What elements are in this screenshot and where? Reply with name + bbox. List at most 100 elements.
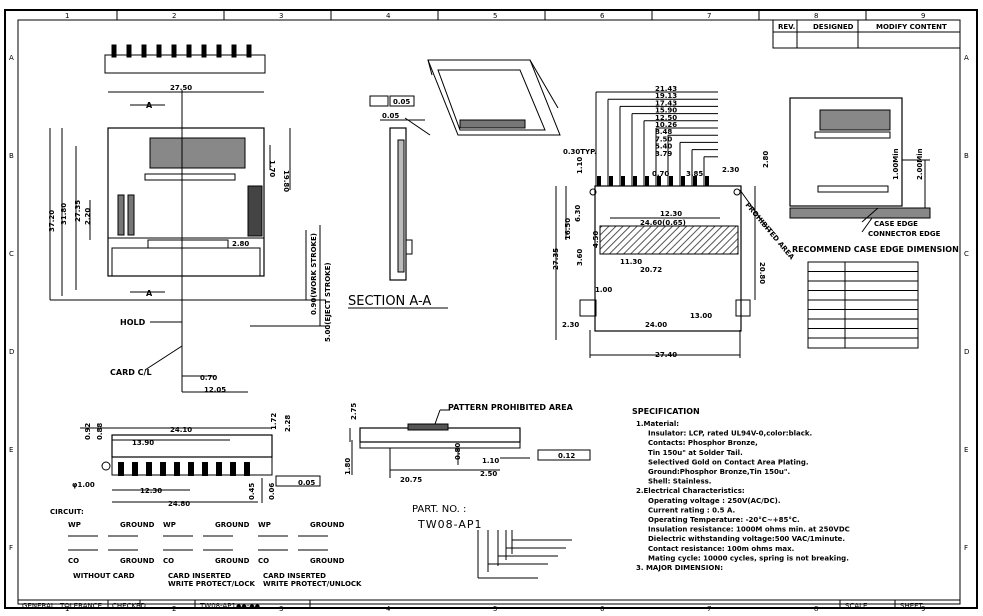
bottom-pin — [174, 462, 180, 476]
grid-row-F: F — [964, 544, 968, 552]
circuit-co-0: CO — [68, 557, 79, 565]
dim-0-70: 0.70 — [200, 374, 217, 382]
fp-dim-070: 0.70 — [652, 170, 669, 178]
fp-pin — [657, 176, 661, 186]
fp-dim-2735: 27.35 — [552, 248, 560, 270]
fp-pin — [681, 176, 685, 186]
sv-flatness: 0.12 — [558, 452, 575, 460]
bottom-pin — [202, 462, 208, 476]
grid-row-left-D: D — [9, 348, 14, 356]
bottom-pin — [216, 462, 222, 476]
fp-top-dim-3: 15.90 — [655, 107, 677, 115]
dim-1-70: 1.70 — [268, 160, 276, 177]
bottom-pin — [230, 462, 236, 476]
specification-section: SPECIFICATION 1.Material: Insulator: LCP,… — [632, 407, 850, 572]
outer-border — [4, 9, 978, 609]
section-view — [348, 95, 448, 309]
revision-table: REV. DESIGNED MODIFY CONTENT — [772, 19, 961, 49]
bv-dim-i: 24.80 — [168, 500, 190, 508]
spec-line-4: Selectived Gold on Contact Area Plating. — [648, 458, 809, 466]
dim-27-35: 27.35 — [74, 200, 82, 222]
dim-31-80: 31.80 — [60, 203, 68, 225]
fp-pin — [609, 176, 613, 186]
dim-2-80: 2.80 — [232, 240, 249, 248]
section-dim-005: 0.05 — [382, 112, 399, 120]
bv-dim-j: 0.45 — [248, 483, 256, 500]
circuit-caption-2: CARD INSERTED — [263, 572, 326, 580]
strip-pin — [246, 44, 252, 58]
section-flatness: 0.05 — [393, 98, 410, 106]
circuit-wp-2: WP — [258, 521, 271, 529]
connector-edge-label: CONNECTOR EDGE — [868, 230, 941, 238]
fp-dim-280: 2.80 — [762, 151, 770, 168]
strip-pin — [156, 44, 162, 58]
fp-top-dim-7: 7.50 — [655, 135, 672, 143]
fp-dim-630: 6.30 — [574, 205, 582, 222]
bv-dim-d: 2.28 — [284, 415, 292, 432]
rev-header: REV. — [778, 23, 795, 31]
strip-pin — [171, 44, 177, 58]
circuit-ground-1: GROUND — [215, 521, 250, 529]
title-block — [18, 599, 960, 608]
fp-dim-230b: 2.30 — [562, 321, 579, 329]
dim-work-stroke: 0.90(WORK STROKE) — [310, 233, 318, 315]
grid-col-bottom-5: 5 — [493, 605, 497, 612]
spec-line-1: Insulator: LCP, rated UL94V-0,color:blac… — [648, 430, 812, 438]
sv-dim-c: 0.80 — [454, 443, 462, 460]
bottom-view — [80, 427, 321, 503]
spec-line-0: 1.Material: — [636, 420, 679, 428]
part-no-code: TW08-AP1 — [417, 518, 482, 531]
grid-row-D: D — [964, 348, 969, 356]
fp-dim-2072: 20.72 — [640, 266, 662, 274]
fp-dim-230: 2.30 — [722, 166, 739, 174]
fp-pin — [633, 176, 637, 186]
dim-19-80: 19.80 — [282, 170, 290, 192]
bv-flatness: 0.05 — [298, 479, 315, 487]
grid-col-bottom-7: 7 — [707, 605, 711, 612]
grid-row-A: A — [964, 54, 969, 62]
sv-dim-b: 1.80 — [344, 458, 352, 475]
fp-dim-1300: 13.00 — [690, 312, 712, 320]
bottom-pin — [146, 462, 152, 476]
sv-dim-f: 20.75 — [400, 476, 422, 484]
fp-dim-2460: 24.60(0.65) — [640, 219, 686, 227]
case-edge-view — [789, 97, 931, 233]
circuit-co-2: CO — [258, 557, 269, 565]
case-edge-label: CASE EDGE — [874, 220, 918, 228]
spec-line-12: Dielectric withstanding voltage:500 VAC/… — [648, 535, 845, 543]
circuit-co-1: CO — [163, 557, 174, 565]
case-dim-b: 2.00Min — [916, 148, 924, 180]
fp-dim-2400: 24.00 — [645, 321, 667, 329]
fp-pin — [621, 176, 625, 186]
circuit-caption-1: WRITE PROTECT/LOCK — [168, 580, 256, 588]
footprint-view — [555, 185, 771, 358]
spec-line-14: Mating cycle: 10000 cycles, spring is no… — [648, 554, 849, 562]
spec-line-13: Contact resistance: 100m ohms max. — [648, 545, 794, 553]
bottom-pin — [188, 462, 194, 476]
bottom-pin — [160, 462, 166, 476]
circuit-title: CIRCUIT: — [50, 508, 84, 516]
dim-37-20: 37.20 — [48, 210, 56, 232]
sv-dim-d: 1.10 — [482, 457, 499, 465]
spec-title: SPECIFICATION — [632, 407, 700, 416]
dim-12-05: 12.05 — [204, 386, 226, 394]
inner-border — [17, 19, 961, 605]
circuit-ground2-0: GROUND — [120, 557, 155, 565]
dim-width: 27.50 — [170, 84, 192, 92]
isometric-view — [427, 59, 561, 136]
bv-dim-k: 0.06 — [268, 483, 276, 500]
fp-dim-2080: 20.80 — [758, 262, 766, 284]
fp-dim-110: 1.10 — [576, 157, 584, 174]
fp-dim-385: 3.85 — [686, 170, 703, 178]
bv-dim-f: 0.88 — [96, 423, 104, 440]
strip-pin — [111, 44, 117, 58]
fp-top-dim-8: 5.40 — [655, 143, 672, 151]
grid-col-bottom-6: 6 — [600, 605, 605, 612]
grid-col-9: 9 — [921, 12, 925, 20]
grid-col-6: 6 — [600, 12, 605, 20]
fp-dim-2740: 27.40 — [655, 351, 677, 359]
circuit-ground-2: GROUND — [310, 521, 345, 529]
strip-pin — [141, 44, 147, 58]
